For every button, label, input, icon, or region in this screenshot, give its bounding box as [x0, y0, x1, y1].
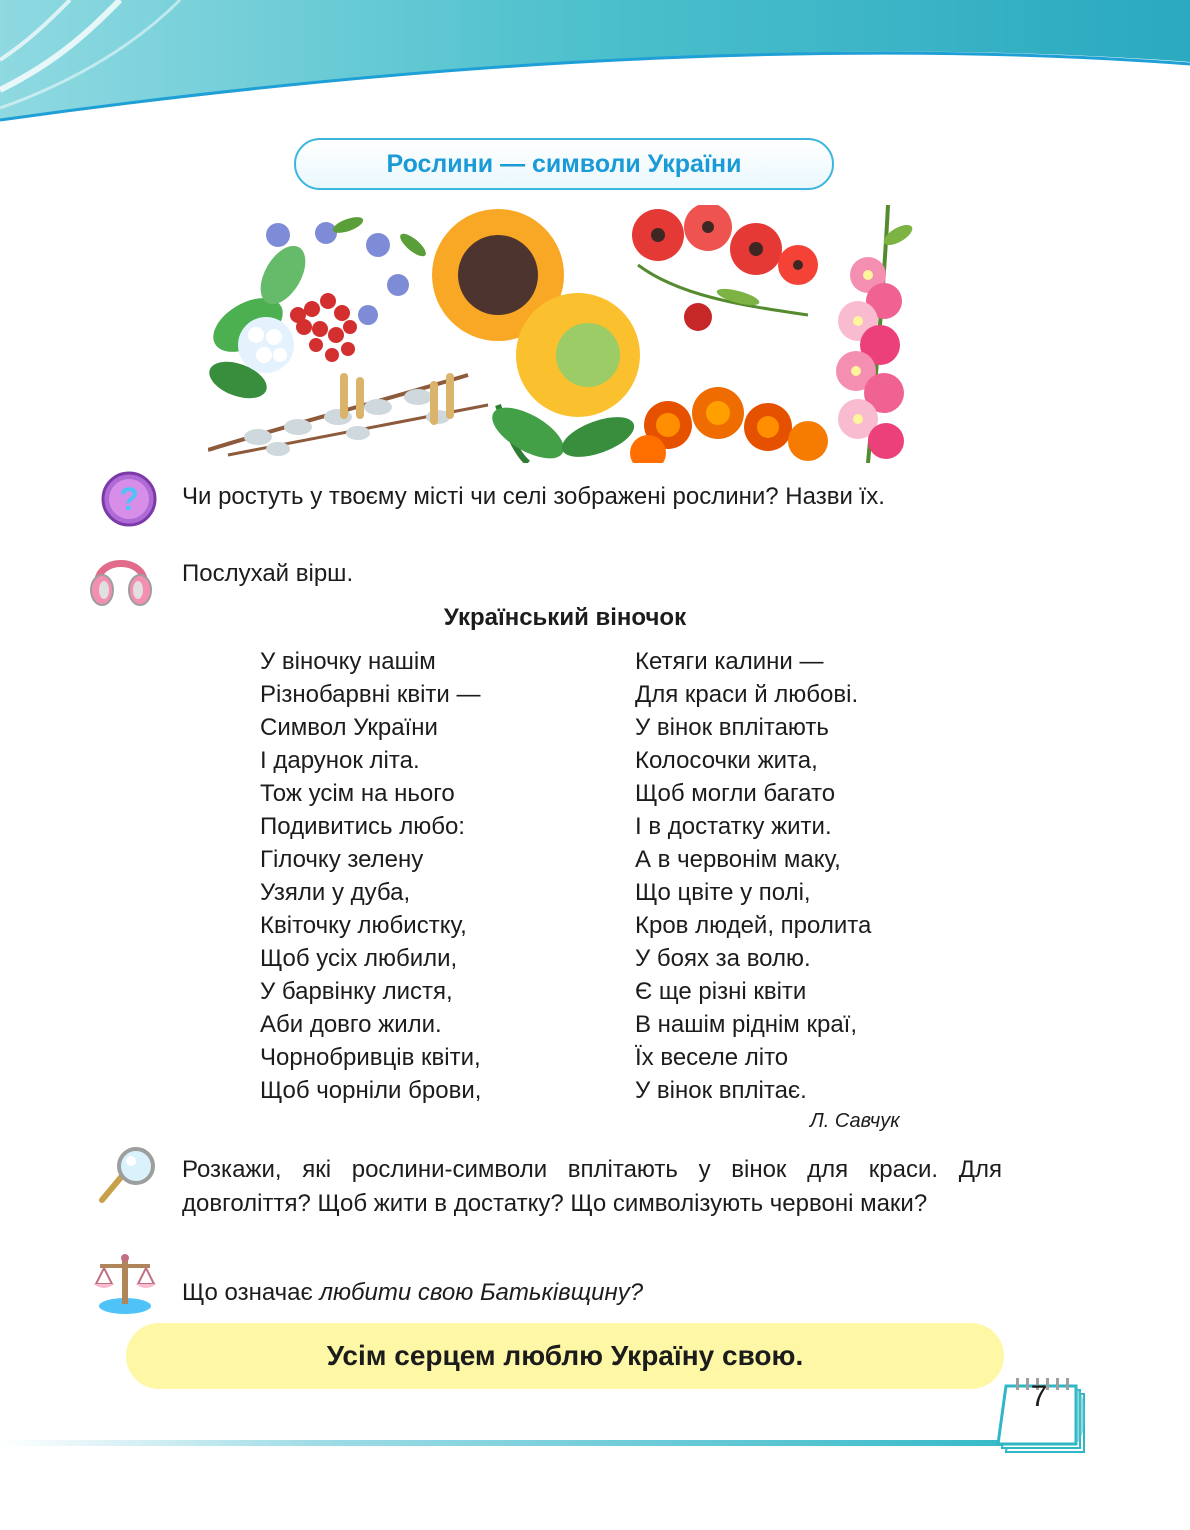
motto-banner: Усім серцем люблю Україну свою.: [126, 1323, 1004, 1389]
sunflowers: [432, 209, 640, 463]
reflect-prefix: Що означає: [182, 1279, 320, 1306]
listen-task-text: Послухай вірш.: [182, 560, 354, 587]
poem-line: Чорнобривців квіти,: [260, 1044, 481, 1071]
periwinkle-flowers: [266, 222, 409, 325]
poem-line: Аби довго жили.: [260, 1011, 442, 1038]
reflect-task-text: Що означає любити свою Батьківщину?: [182, 1276, 643, 1309]
plant-symbols-illustration: [208, 205, 913, 463]
poem-line: Різнобарвні квіти —: [260, 681, 481, 708]
poem-line: Є ще різні квіти: [635, 978, 807, 1005]
poppies: [632, 205, 818, 331]
poem-line: Символ України: [260, 714, 438, 741]
page-number: 7: [1030, 1380, 1048, 1413]
poem-line: Узяли у дуба,: [260, 879, 411, 906]
poem-line: Щоб чорніли брови,: [260, 1077, 482, 1104]
poem-line: Тож усім на нього: [260, 780, 455, 807]
question-task-text: Чи ростуть у твоєму місті чи селі зображ…: [182, 483, 885, 510]
poem-line: Щоб усіх любили,: [260, 945, 458, 972]
footer-line: [0, 1440, 1060, 1446]
viburnum-berries: [290, 293, 357, 362]
magnifier-icon: [99, 1147, 155, 1203]
poem-author: Л. Савчук: [810, 1110, 900, 1132]
catkins: [340, 373, 454, 425]
viburnum-flowers: [238, 317, 294, 373]
mallows: [836, 205, 913, 463]
headphones-icon: [90, 560, 152, 606]
poem-line: Для краси й любові.: [635, 681, 859, 708]
poem-line: Кетяги калини —: [635, 648, 824, 675]
poem-line: І дарунок літа.: [260, 747, 420, 774]
poem-line: А в червонім маку,: [635, 846, 841, 873]
poem-line: У вінок вплітають: [635, 714, 829, 741]
poem-line: У віночку нашім: [260, 648, 436, 675]
discussion-text: Розкажи, які рослини-символи вплітають у…: [182, 1156, 1002, 1217]
poem-line: Квіточку любистку,: [260, 912, 467, 939]
poem-line: В нашім ріднім краї,: [635, 1011, 857, 1038]
poem-line: Кров людей, пролита: [635, 912, 872, 939]
poem-line: У вінок вплітає.: [635, 1077, 807, 1104]
page-title: Рослини — символи України: [294, 138, 834, 190]
header-wave: [0, 0, 1190, 122]
poem-line: Щоб могли багато: [635, 780, 836, 807]
poem-line: Їх веселе літо: [635, 1044, 789, 1071]
poem-line: Гілочку зелену: [260, 846, 424, 873]
poem-line: У барвінку листя,: [260, 978, 453, 1005]
poem-line: Що цвіте у полі,: [635, 879, 811, 906]
svg-text:?: ?: [119, 481, 139, 517]
page-number-badge: [996, 1378, 1085, 1453]
question-icon: ?: [101, 471, 157, 527]
poem-title: Український віночок: [443, 604, 687, 631]
poem-line: Колосочки жита,: [635, 747, 818, 774]
poem-line: І в достатку жити.: [635, 813, 832, 840]
marigolds: [630, 387, 828, 463]
viburnum-leaves: [209, 245, 306, 399]
willow-branches: [208, 373, 489, 457]
scales-icon: [94, 1254, 156, 1314]
poem-line: Подивитись любо:: [260, 813, 465, 840]
poem-line: У боях за волю.: [635, 945, 811, 972]
reflect-italic: любити свою Батьківщину?: [319, 1279, 644, 1306]
poem-right-column: Кетяги калини — Для краси й любові. У віно…: [635, 645, 871, 1107]
